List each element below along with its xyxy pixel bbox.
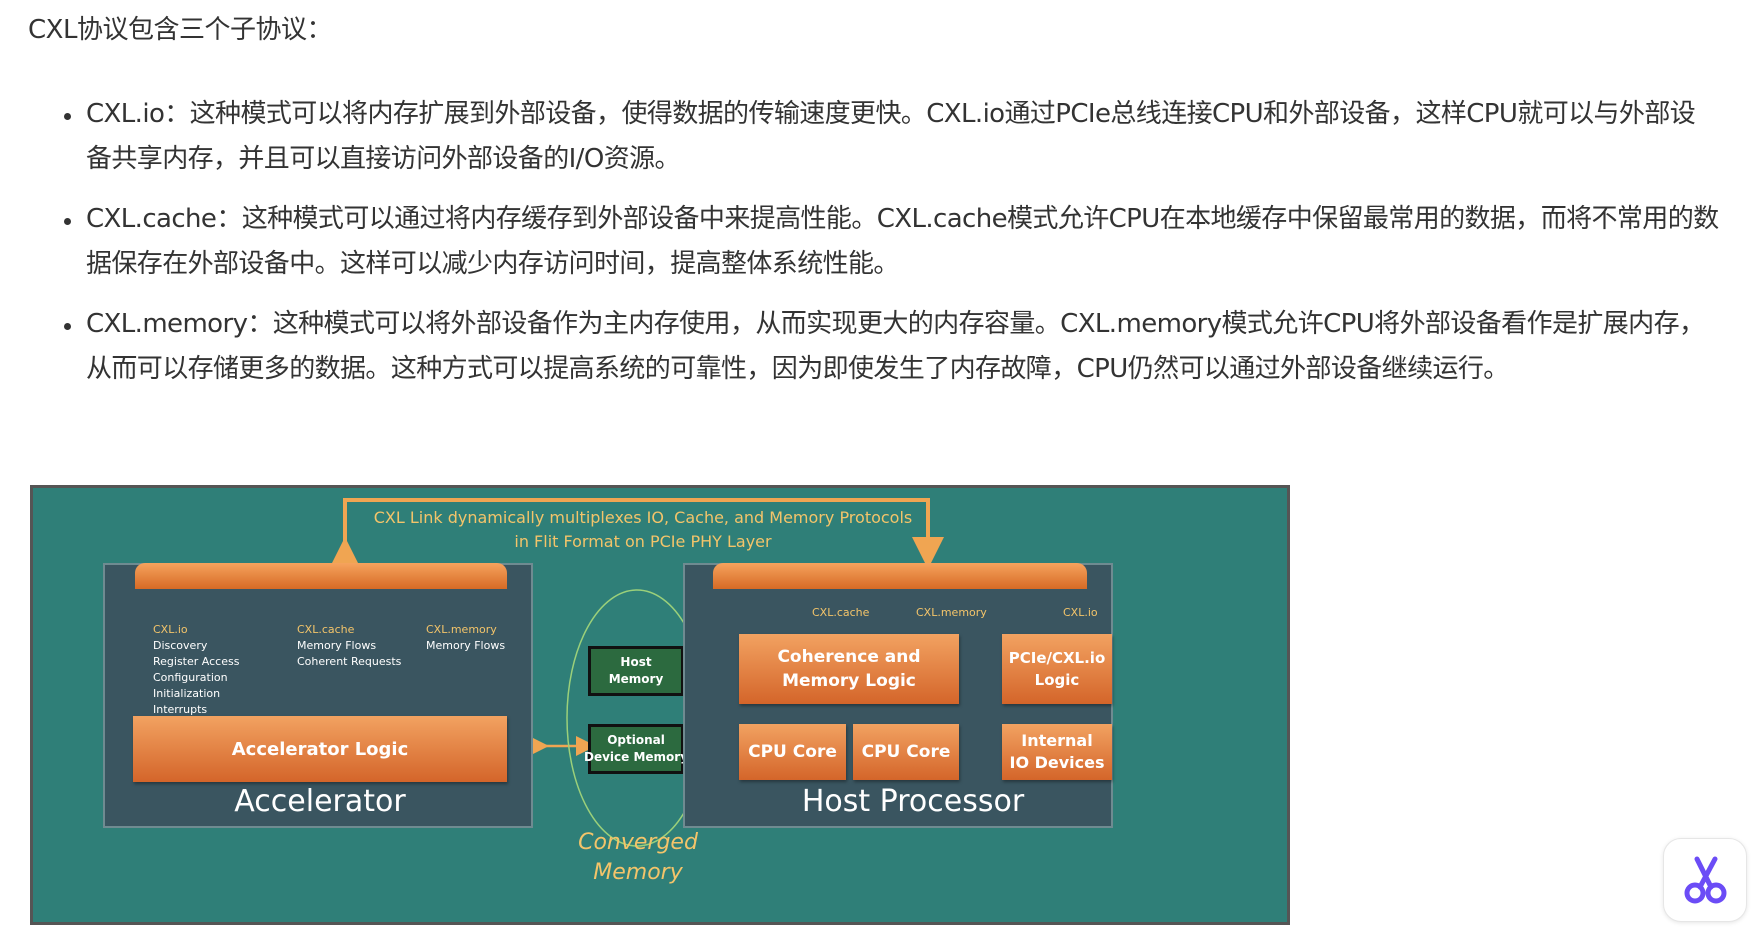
- host-link-bar: [713, 563, 1087, 589]
- cpu-core-box-2: CPU Core: [853, 724, 959, 780]
- clip-tool-button[interactable]: [1663, 838, 1747, 922]
- list-item-cxl-memory: CXL.memory：这种模式可以将外部设备作为主内存使用，从而实现更大的内存容…: [64, 302, 1720, 392]
- scissors-icon: [1684, 856, 1727, 904]
- coherence-memory-logic-box: Coherence and Memory Logic: [739, 634, 959, 704]
- accelerator-title: Accelerator: [234, 784, 406, 819]
- cxl-link-caption: CXL Link dynamically multiplexes IO, Cac…: [373, 508, 913, 551]
- protocol-list: CXL.io：这种模式可以将内存扩展到外部设备，使得数据的传输速度更快。CXL.…: [0, 92, 1720, 407]
- list-item-cxl-cache: CXL.cache：这种模式可以通过将内存缓存到外部设备中来提高性能。CXL.c…: [64, 197, 1720, 287]
- internal-io-devices-box: Internal IO Devices: [1002, 724, 1112, 780]
- host-memory-box: Host Memory: [588, 646, 684, 696]
- list-item-cxl-io: CXL.io：这种模式可以将内存扩展到外部设备，使得数据的传输速度更快。CXL.…: [64, 92, 1720, 182]
- host-cxl-memory-label: CXL.memory: [916, 606, 987, 619]
- host-cxl-cache-label: CXL.cache: [812, 606, 870, 619]
- converged-memory-label: Converged Memory: [578, 830, 698, 885]
- accelerator-link-bar: [135, 563, 507, 589]
- cpu-core-box-1: CPU Core: [739, 724, 846, 780]
- cxl-architecture-diagram: CXL Link dynamically multiplexes IO, Cac…: [30, 485, 1290, 925]
- host-cxl-io-label: CXL.io: [1063, 606, 1098, 619]
- optional-device-memory-box: Optional Device Memory: [584, 724, 688, 774]
- host-processor-title: Host Processor: [801, 784, 1025, 819]
- pcie-cxl-io-logic-box: PCIe/CXL.io Logic: [1002, 634, 1112, 704]
- cxl-link-arrow: [329, 498, 944, 569]
- intro-text: CXL协议包含三个子协议：: [28, 15, 332, 45]
- accelerator-logic-box: Accelerator Logic: [133, 716, 507, 782]
